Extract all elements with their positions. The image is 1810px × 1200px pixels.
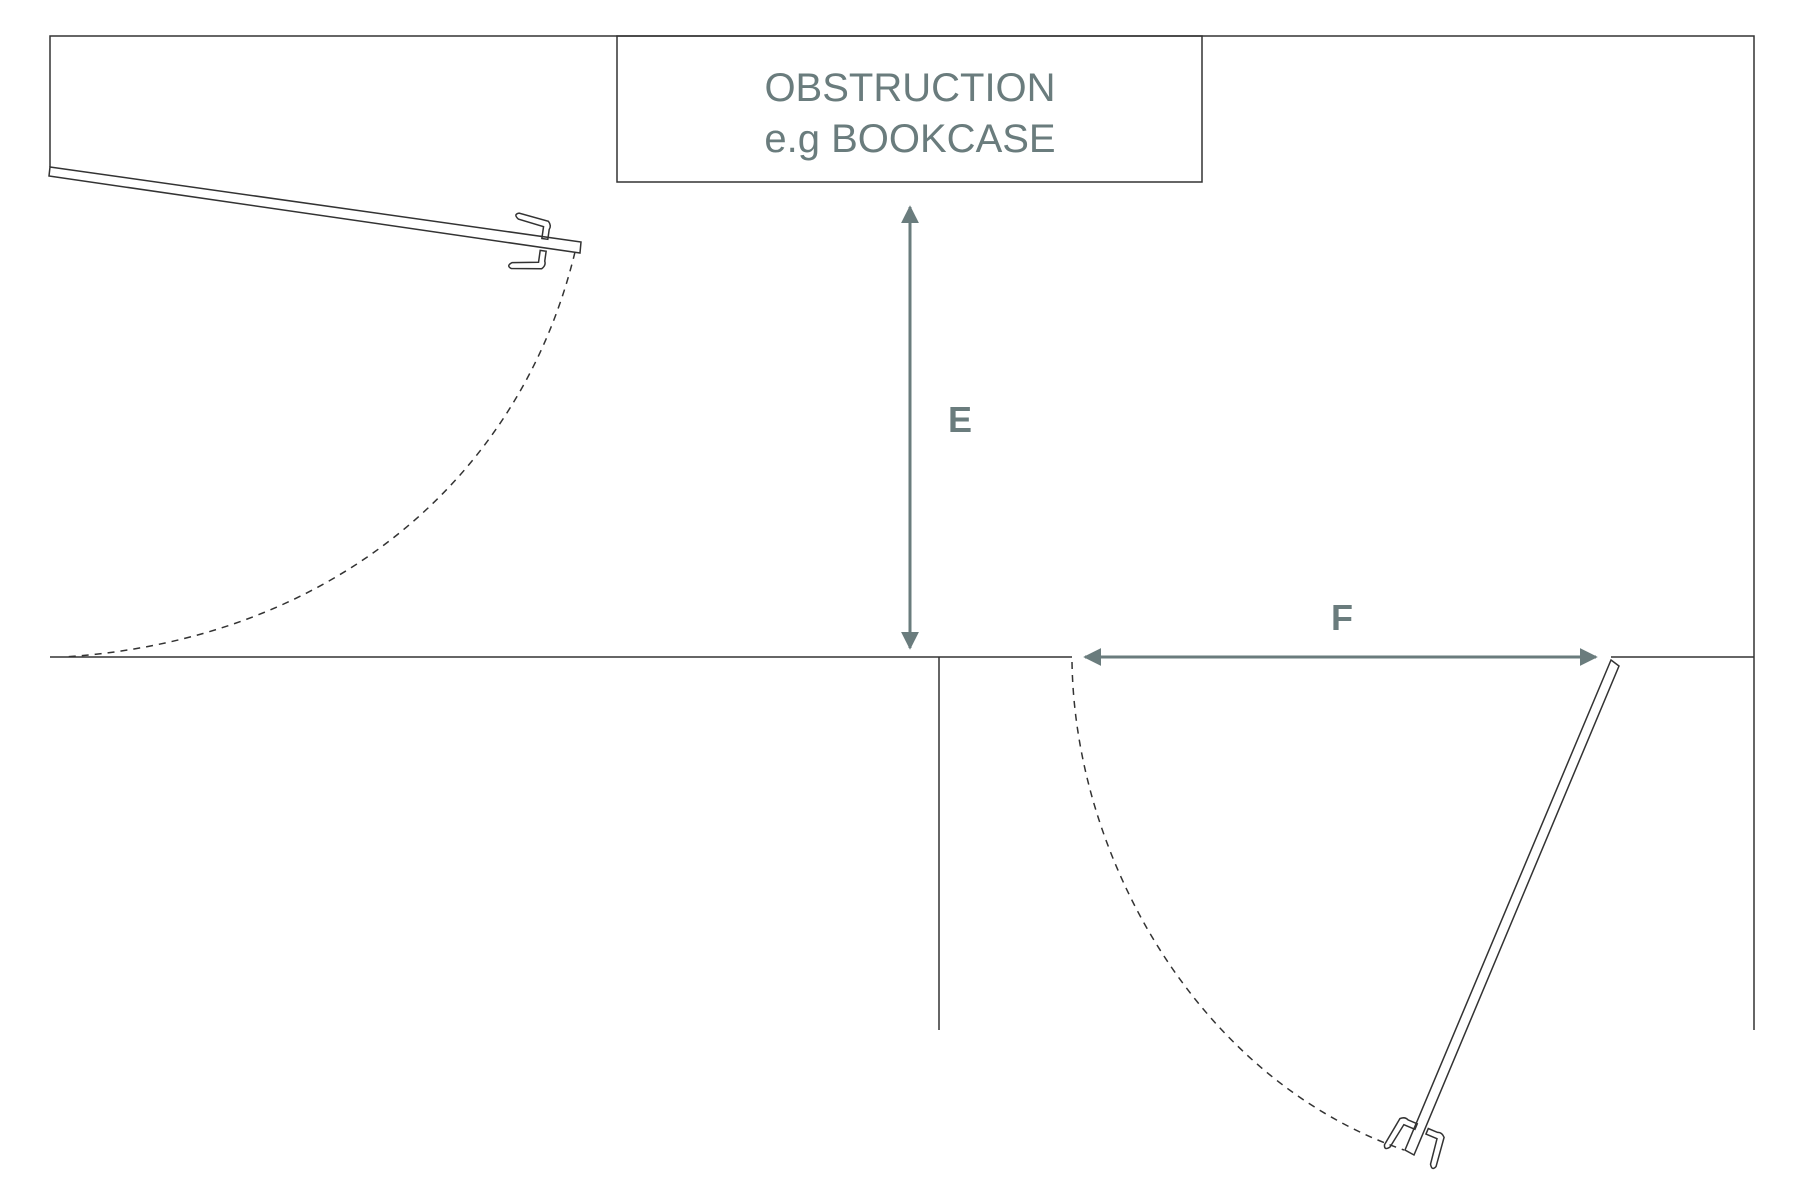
door-leaf-upper [48,166,582,254]
obstruction-label-line2: e.g BOOKCASE [764,117,1055,161]
door-handle-icon [508,212,552,270]
obstruction-box [616,35,1203,183]
door-leaf-lower [1404,658,1620,1157]
dimension-label-f: F [1331,597,1353,638]
door-swing-arc-lower [1071,661,1405,1151]
dimension-label-e: E [948,399,972,440]
obstruction-label-line1: OBSTRUCTION [764,66,1055,110]
door-swing-arc-upper [63,251,576,658]
door-handle-icon [1383,1117,1445,1170]
